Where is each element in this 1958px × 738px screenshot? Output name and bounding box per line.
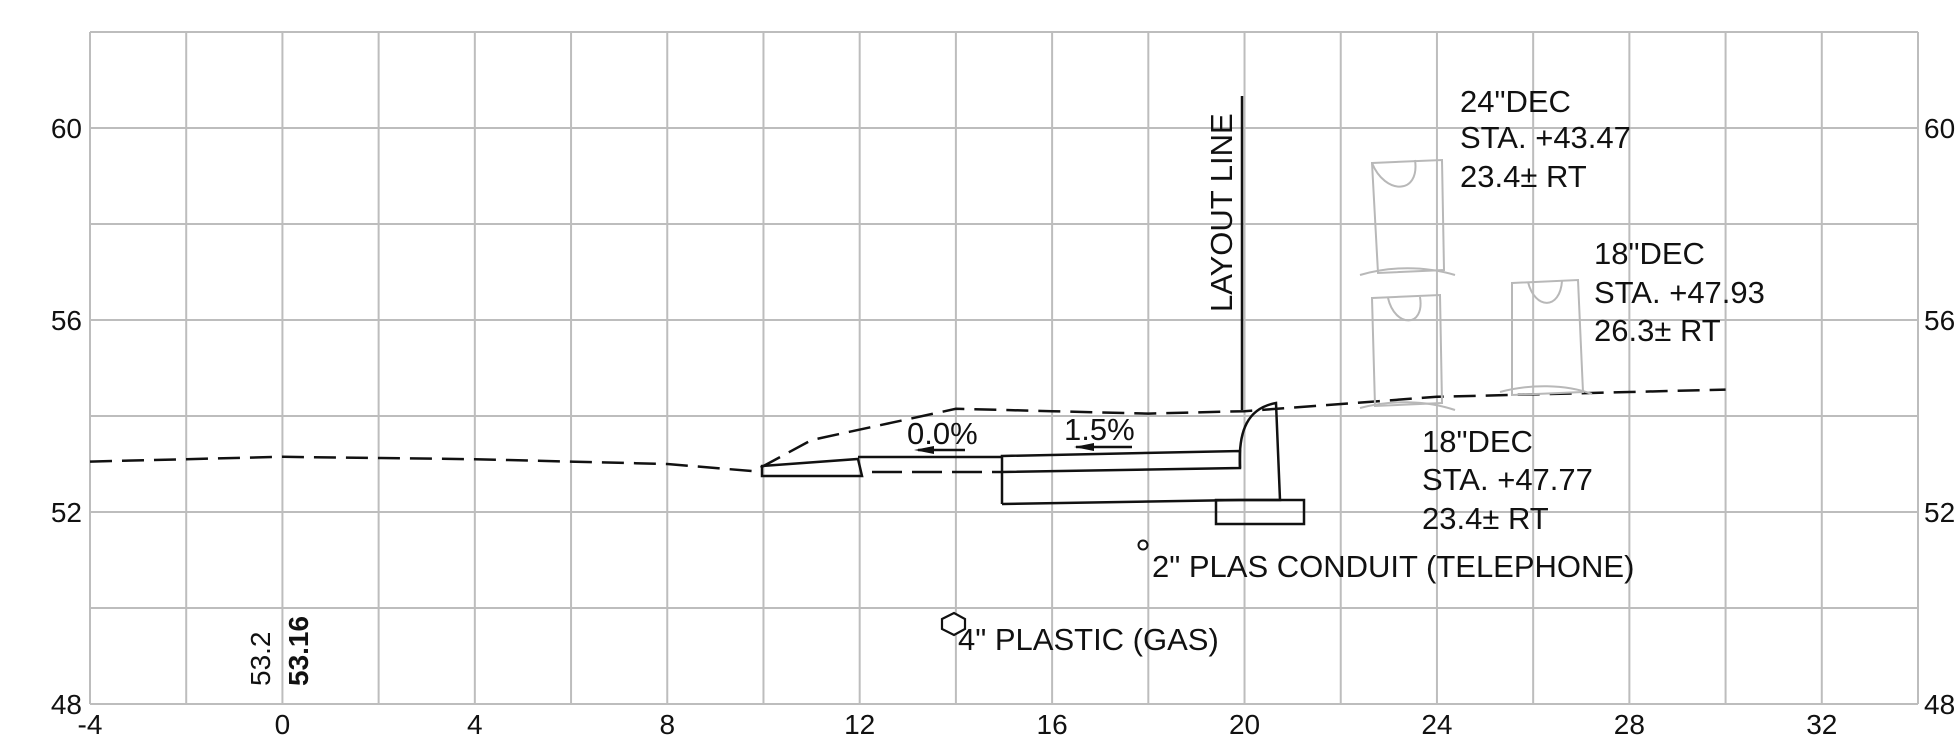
- x-tick-label: 4: [467, 709, 483, 738]
- y-tick-label-left: 48: [51, 689, 82, 720]
- existing-structure-18-dec-upper: [1359, 293, 1456, 411]
- y-tick-label-left: 52: [51, 497, 82, 528]
- x-tick-label: 28: [1614, 709, 1645, 738]
- callout-3-line-1: 18"DEC: [1422, 424, 1533, 459]
- elevation-proposed: 53.16: [283, 616, 314, 686]
- slope-arrow-right: [1074, 443, 1132, 451]
- y-tick-label-left: 56: [51, 305, 82, 336]
- slope-arrow-left: [914, 446, 965, 454]
- x-tick-label: -4: [78, 709, 103, 738]
- telephone-conduit-label: 2" PLAS CONDUIT (TELEPHONE): [1152, 549, 1634, 584]
- x-tick-label: 24: [1421, 709, 1452, 738]
- callout-3-line-2: STA. +47.77: [1422, 462, 1593, 497]
- gas-pipe-label: 4" PLASTIC (GAS): [958, 622, 1219, 657]
- layout-line-label: LAYOUT LINE: [1204, 113, 1239, 312]
- callout-3-line-3: 23.4± RT: [1422, 501, 1549, 536]
- callout-2-line-2: STA. +47.93: [1594, 275, 1765, 310]
- x-axis: -4 0 4 8 12 16 20 24 28 32: [78, 709, 1838, 738]
- elevation-existing: 53.2: [245, 632, 276, 687]
- slope-label-0: 0.0%: [907, 416, 978, 451]
- y-axis-right: 48 52 56 60: [1924, 113, 1955, 720]
- y-tick-label-right: 56: [1924, 305, 1955, 336]
- x-tick-label: 32: [1806, 709, 1837, 738]
- callout-1-line-2: STA. +43.47: [1460, 120, 1631, 155]
- x-tick-label: 20: [1229, 709, 1260, 738]
- callout-2-line-1: 18"DEC: [1594, 236, 1705, 271]
- slope-label-1: 1.5%: [1064, 412, 1135, 447]
- gas-pipe-icon: [940, 611, 967, 637]
- y-tick-label-right: 48: [1924, 689, 1955, 720]
- x-tick-label: 0: [275, 709, 291, 738]
- callout-1-line-1: 24"DEC: [1460, 84, 1571, 119]
- x-tick-label: 12: [844, 709, 875, 738]
- proposed-section: [760, 96, 1306, 526]
- x-tick-label: 8: [659, 709, 675, 738]
- y-tick-label-right: 52: [1924, 497, 1955, 528]
- existing-ground-line: [89, 388, 1726, 473]
- callout-1-line-3: 23.4± RT: [1460, 159, 1587, 194]
- y-axis-left: 48 52 56 60: [51, 113, 82, 720]
- existing-structure-18-dec-right: [1499, 278, 1593, 397]
- grid: [89, 31, 1919, 705]
- y-tick-label-right: 60: [1924, 113, 1955, 144]
- existing-structure-24-dec: [1359, 158, 1456, 276]
- callout-2-line-3: 26.3± RT: [1594, 313, 1721, 348]
- x-tick-label: 16: [1037, 709, 1068, 738]
- telephone-conduit-icon: [1137, 539, 1149, 551]
- y-tick-label-left: 60: [51, 113, 82, 144]
